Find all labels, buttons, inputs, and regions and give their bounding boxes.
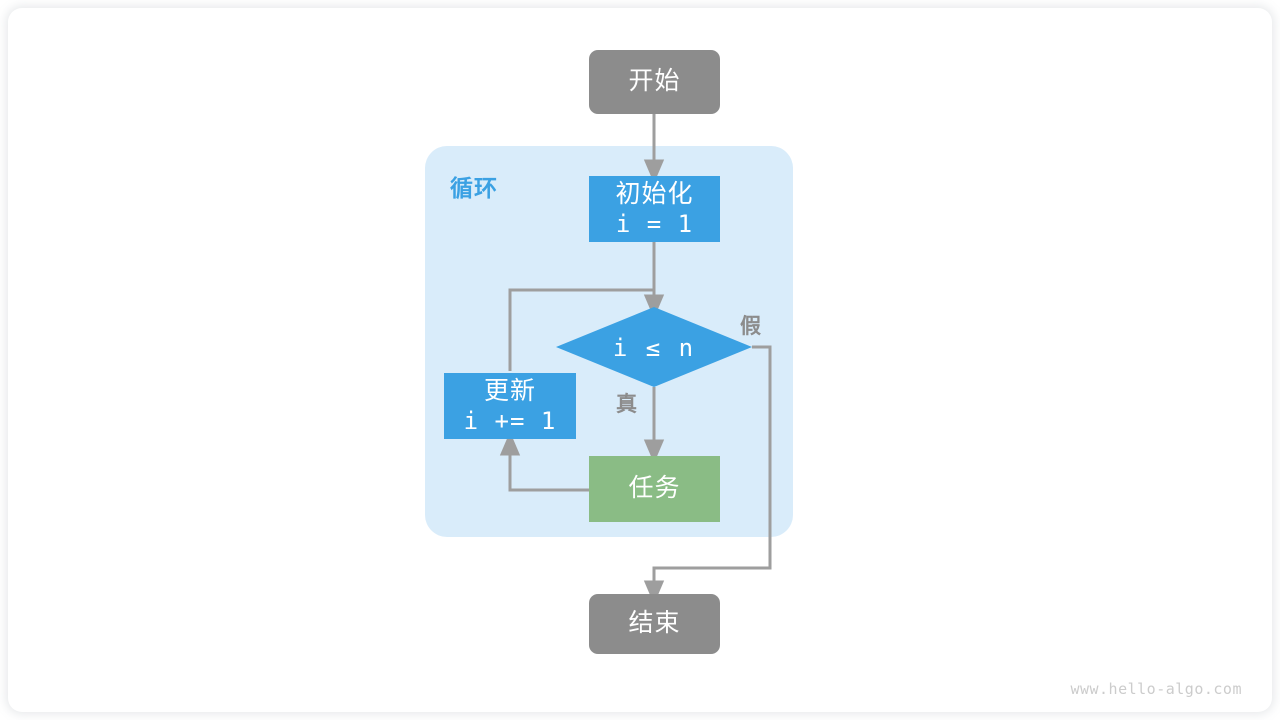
node-task[interactable]: 任务 (589, 456, 720, 522)
edge-update-to-condition (508, 288, 654, 371)
watermark-text: www.hello-algo.com (1070, 680, 1242, 698)
edge-label-false: 假 (740, 315, 761, 338)
node-task-label: 任务 (628, 474, 681, 503)
node-end[interactable]: 结束 (589, 594, 720, 654)
node-start[interactable]: 开始 (589, 50, 720, 114)
node-init[interactable]: 初始化 i = 1 (589, 176, 720, 242)
node-init-expression: i = 1 (615, 209, 694, 238)
node-update[interactable]: 更新 i += 1 (444, 373, 576, 439)
node-update-label: 更新 (483, 377, 536, 406)
node-init-label: 初始化 (615, 180, 694, 209)
node-condition-label: i ≤ n (612, 334, 696, 362)
edge-condition-false-to-end (643, 345, 772, 605)
node-end-label: 结束 (628, 609, 681, 638)
node-update-expression: i += 1 (463, 406, 557, 435)
node-start-label: 开始 (628, 67, 681, 96)
loop-group-label: 循环 (450, 175, 498, 201)
condition-diamond-shape (556, 307, 752, 387)
edge-label-true: 真 (616, 393, 637, 416)
edge-task-to-update (499, 431, 589, 492)
